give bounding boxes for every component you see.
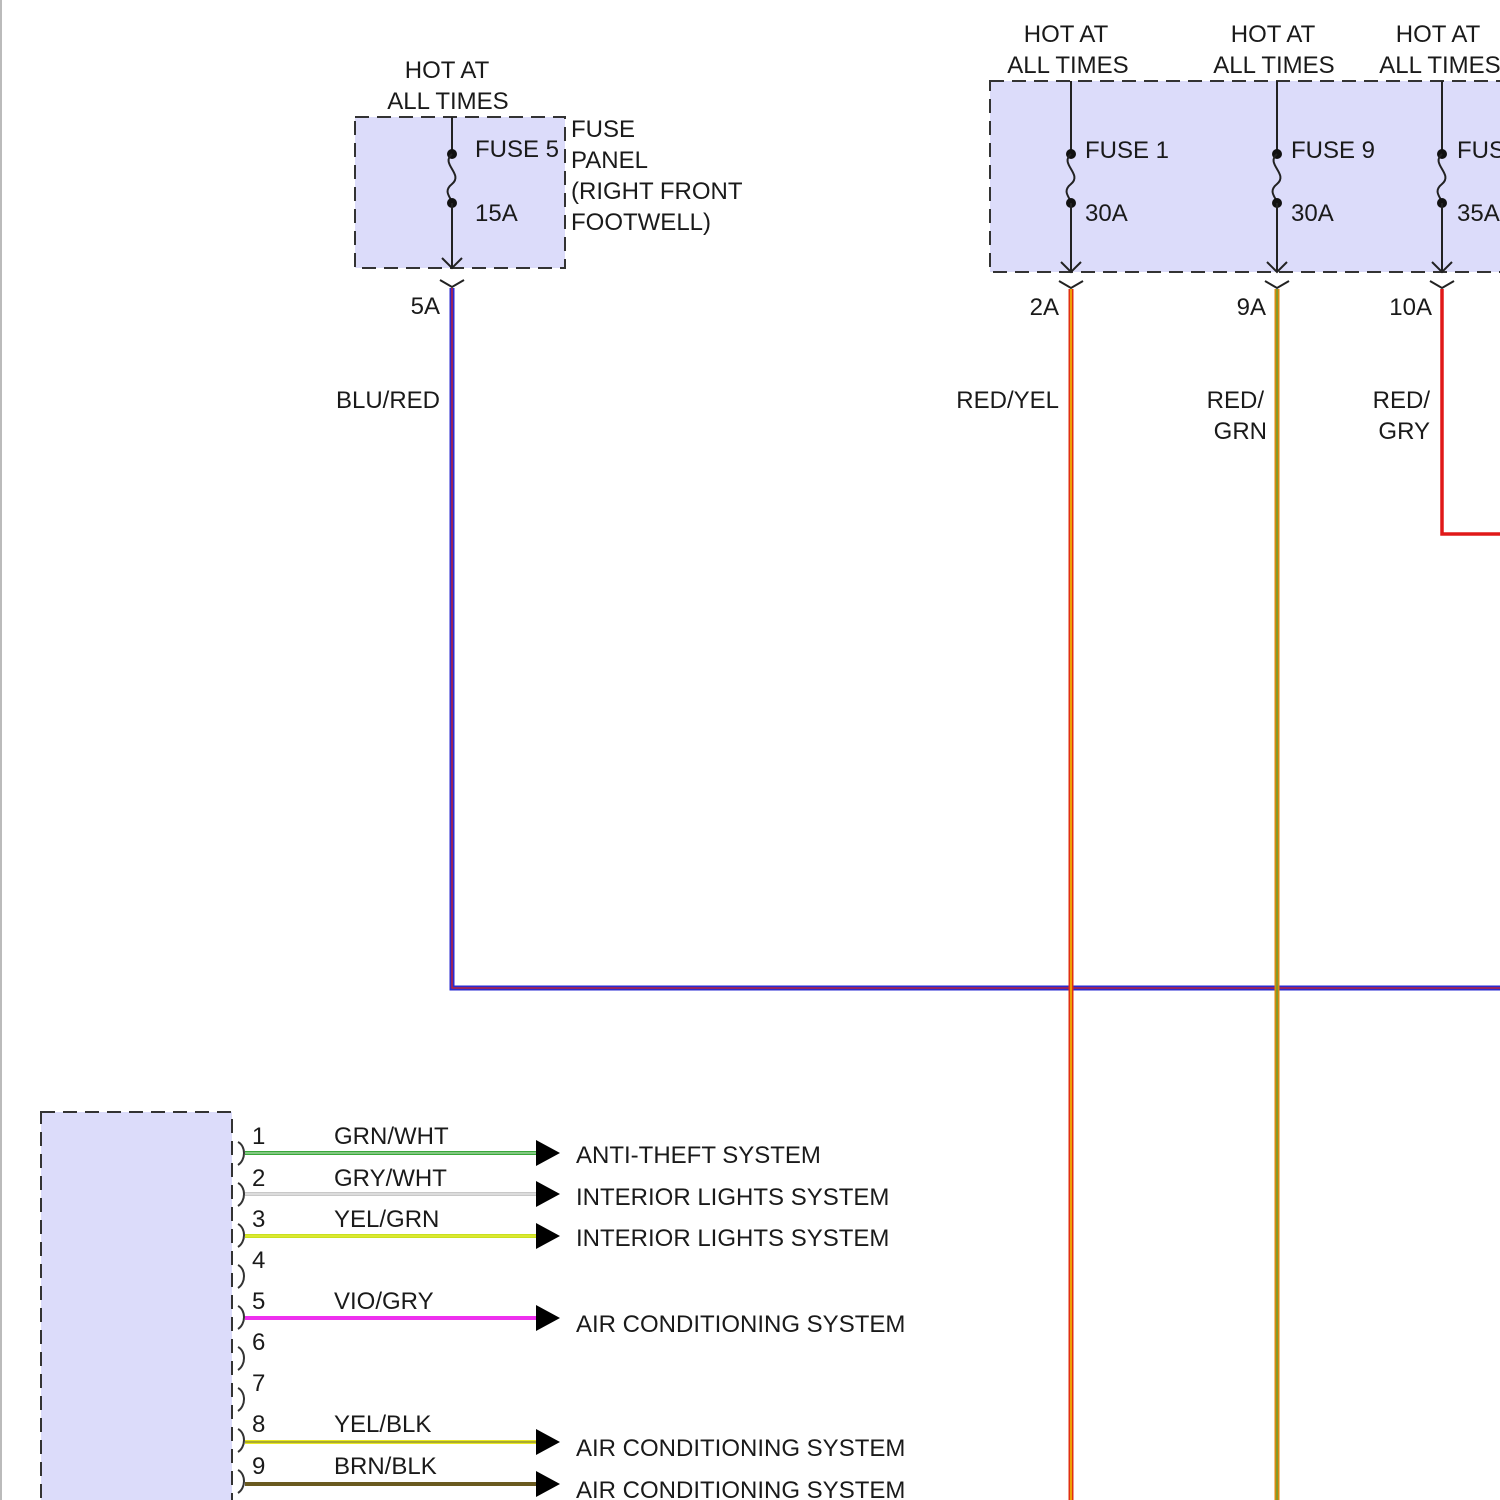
wire-color-label: BRN/BLK <box>334 1453 437 1480</box>
wire-color-label: VIO/GRY <box>334 1288 434 1315</box>
pin-number: 5 <box>252 1288 265 1315</box>
connector-icon <box>440 280 464 287</box>
wire-color-label: RED/YEL <box>956 387 1059 414</box>
panel-label-line1: FUSE <box>571 116 635 143</box>
wire-color-label: YEL/GRN <box>334 1206 439 1233</box>
fuse-amperage: 15A <box>475 200 518 227</box>
fuse-name: FUS <box>1457 137 1500 164</box>
hot-at-label: HOT AT <box>405 57 490 84</box>
fuse-name: FUSE 9 <box>1291 137 1375 164</box>
connector-icon <box>1430 281 1454 288</box>
hot-at-label: HOT AT <box>1024 21 1109 48</box>
pin-connector-brackets <box>238 1142 244 1493</box>
arrow-right-icon <box>536 1140 560 1166</box>
arrow-right-icon <box>536 1429 560 1455</box>
connector-label: 9A <box>1237 294 1266 321</box>
pin-number: 2 <box>252 1165 265 1192</box>
connector-label: 10A <box>1389 294 1432 321</box>
wire-color-label-line2: GRY <box>1378 418 1430 445</box>
wire-color-label: GRY/WHT <box>334 1165 447 1192</box>
connector-label: 2A <box>1030 294 1059 321</box>
all-times-label: ALL TIMES <box>1379 52 1500 79</box>
connector-label: 5A <box>411 293 440 320</box>
fuse-name: FUSE 1 <box>1085 137 1169 164</box>
pin-number: 7 <box>252 1370 265 1397</box>
pin-number: 9 <box>252 1453 265 1480</box>
pin-number: 8 <box>252 1411 265 1438</box>
destination-label: ANTI-THEFT SYSTEM <box>576 1142 821 1169</box>
wire-color-label-line1: RED/ <box>1207 387 1265 414</box>
pin-number: 3 <box>252 1206 265 1233</box>
fuse-amperage: 30A <box>1085 200 1128 227</box>
all-times-label: ALL TIMES <box>1213 52 1334 79</box>
panel-label-line2: PANEL <box>571 147 648 174</box>
arrow-right-icon <box>536 1305 560 1331</box>
fuse-amperage: 35A <box>1457 200 1500 227</box>
fuse-amperage: 30A <box>1291 200 1334 227</box>
panel-label-line4: FOOTWELL) <box>571 209 711 236</box>
destination-label: AIR CONDITIONING SYSTEM <box>576 1477 905 1500</box>
fuse-panel-box <box>990 81 1500 272</box>
wire-red-gry <box>1442 289 1500 534</box>
destination-label: AIR CONDITIONING SYSTEM <box>576 1311 905 1338</box>
hot-at-label: HOT AT <box>1396 21 1481 48</box>
pin-number: 4 <box>252 1247 265 1274</box>
hot-at-label: HOT AT <box>1231 21 1316 48</box>
arrow-right-icon <box>536 1223 560 1249</box>
left-fuse-panel: HOT AT ALL TIMES FUSE 5 15A FUSE PANEL (… <box>336 57 743 414</box>
destination-label: INTERIOR LIGHTS SYSTEM <box>576 1184 889 1211</box>
connector-icon <box>1059 281 1083 288</box>
arrow-right-icon <box>536 1471 560 1497</box>
module-pins: 1 2 3 4 5 6 7 8 9 GRN/WHT ANTI-THEFT SYS… <box>238 1123 905 1500</box>
wire-color-label: YEL/BLK <box>334 1411 431 1438</box>
all-times-label: ALL TIMES <box>1007 52 1128 79</box>
all-times-label: ALL TIMES <box>387 88 508 115</box>
destination-label: AIR CONDITIONING SYSTEM <box>576 1435 905 1462</box>
wire-color-label-line2: GRN <box>1214 418 1267 445</box>
module-box <box>41 1112 232 1500</box>
arrow-right-icon <box>536 1181 560 1207</box>
panel-label-line3: (RIGHT FRONT <box>571 178 743 205</box>
wire-color-label: BLU/RED <box>336 387 440 414</box>
fuse-name: FUSE 5 <box>475 136 559 163</box>
pin-number: 6 <box>252 1329 265 1356</box>
connector-icon <box>1265 281 1289 288</box>
right-fuse-panel: HOT AT ALL TIMES FUSE 1 30A 2A RED/YEL H… <box>956 21 1500 445</box>
control-module <box>41 1112 232 1500</box>
wire-color-label-line1: RED/ <box>1373 387 1431 414</box>
pin-number: 1 <box>252 1123 265 1150</box>
destination-label: INTERIOR LIGHTS SYSTEM <box>576 1225 889 1252</box>
wire-color-label: GRN/WHT <box>334 1123 449 1150</box>
